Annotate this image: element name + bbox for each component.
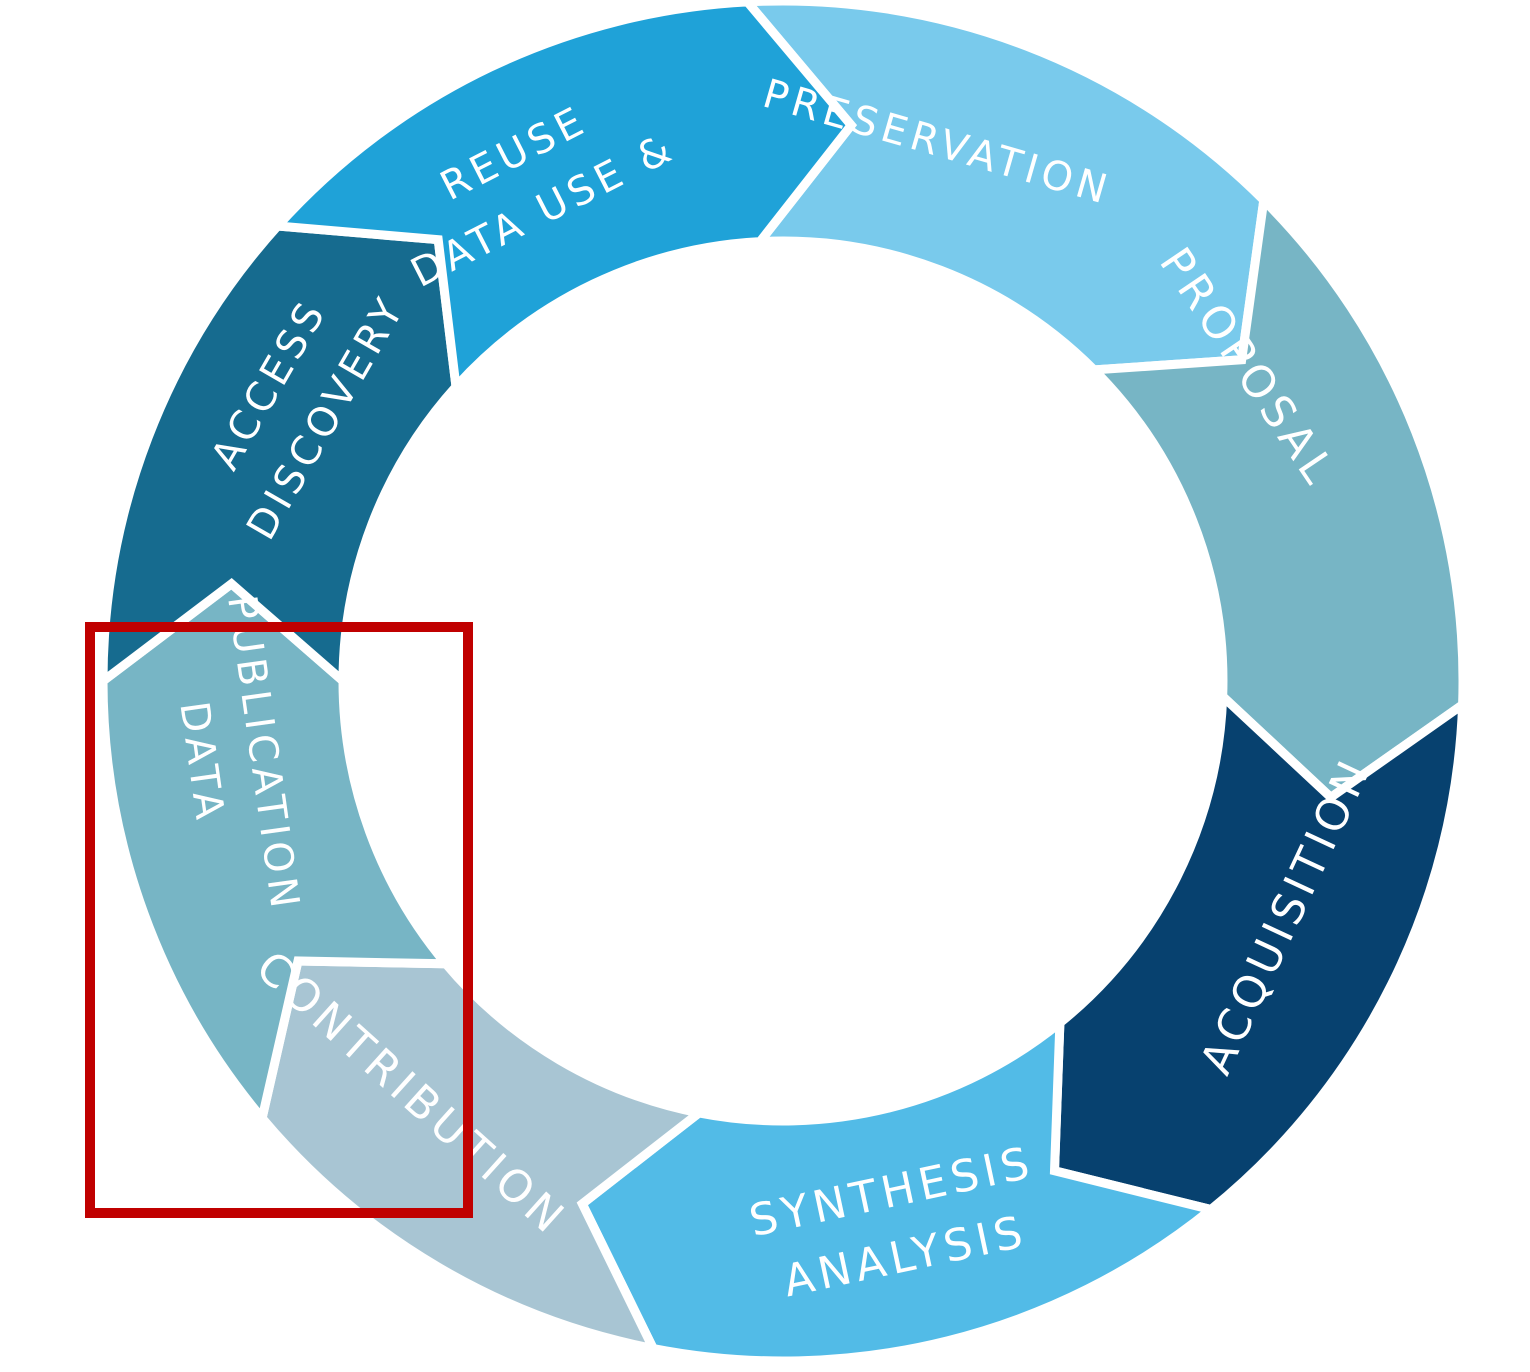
- highlight-box: [85, 622, 473, 1218]
- lifecycle-segments: [98, 0, 1468, 1366]
- center-disk: [347, 245, 1219, 1117]
- segment-preservation: [268, 0, 857, 397]
